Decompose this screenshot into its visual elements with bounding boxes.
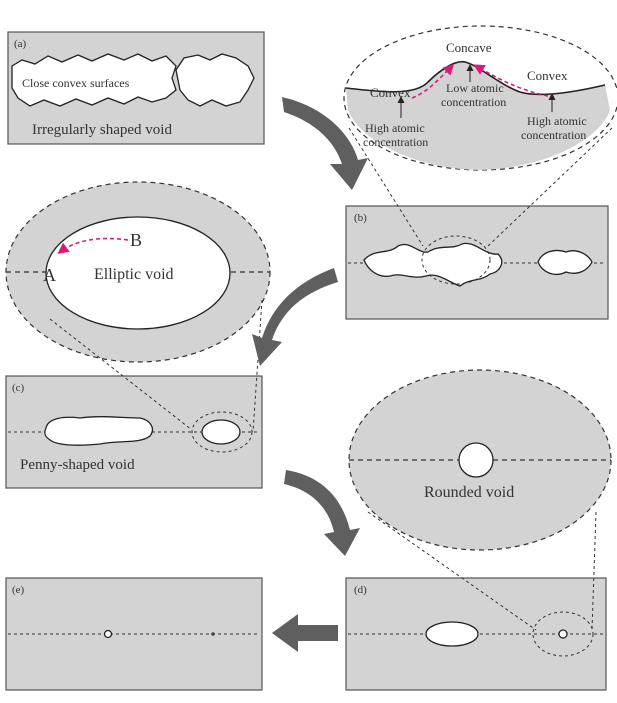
- panel-d-void: [425, 621, 479, 647]
- arrow-b-to-c: [252, 268, 338, 366]
- rounded-void-label: Rounded void: [424, 484, 514, 501]
- zoom-d: Rounded void: [348, 369, 612, 551]
- panel-a-tag: (a): [14, 38, 27, 50]
- high-left-line1: High atomic: [365, 121, 425, 135]
- panel-e-tag: (e): [12, 584, 25, 596]
- panel-d-zoom-circle: [532, 611, 594, 657]
- elliptic-void-label: Elliptic void: [94, 266, 174, 283]
- concave-label: Concave: [446, 40, 492, 55]
- zoom-b-surface-profile: [345, 60, 606, 96]
- irregular-void-left: [11, 53, 177, 107]
- arrow-a-to-b: [282, 97, 368, 190]
- panel-d-tag: (d): [354, 584, 367, 596]
- diffusion-path-right: [473, 64, 549, 97]
- panel-a: (a) Close convex surfaces Irregularly sh…: [7, 31, 265, 145]
- penny-shaped-void-label: Penny-shaped void: [20, 457, 135, 473]
- panel-c-small-void: [201, 419, 241, 445]
- zoom-c: Elliptic void A B: [5, 181, 271, 363]
- arrow-d-to-e: [272, 614, 338, 652]
- panel-b-zoom-circle: [421, 235, 491, 285]
- panel-b: (b): [345, 127, 613, 320]
- diffusion-path-b-to-a: [57, 237, 129, 254]
- zoom-b: Concave Convex Convex Low atomic concent…: [343, 25, 617, 171]
- convex-right-label: Convex: [527, 68, 568, 83]
- panel-d-small-void: [558, 629, 568, 639]
- panel-c-tag: (c): [12, 382, 25, 394]
- irregular-void-label: Irregularly shaped void: [32, 122, 172, 138]
- panel-b-void-right: [537, 249, 593, 276]
- arrow-c-to-d: [284, 470, 360, 556]
- panel-c-zoom-circle: [191, 411, 253, 453]
- panel-d: (d): [345, 511, 607, 691]
- zoom-c-leader-right: [252, 299, 263, 433]
- panel-e-void: [103, 629, 113, 639]
- zoom-c-leader-left: [49, 318, 193, 431]
- convex-left-label: Convex: [370, 85, 411, 100]
- panel-e-vacancy-dot: [211, 632, 215, 636]
- zoom-d-leader-left: [367, 511, 537, 631]
- zoom-d-leader-right: [591, 511, 597, 631]
- panel-b-tag: (b): [354, 212, 367, 224]
- high-left-line2: concentration: [363, 135, 428, 149]
- penny-shaped-void: [44, 416, 154, 446]
- zoom-b-outline: [343, 25, 617, 171]
- zoom-b-leader-left: [348, 127, 424, 247]
- high-right-line2: concentration: [521, 128, 586, 142]
- zoom-b-leader-right: [487, 127, 613, 247]
- panel-e: (e): [5, 577, 263, 691]
- low-concentration-line1: Low atomic: [446, 81, 504, 95]
- elliptic-void: [45, 216, 231, 330]
- point-a-label: A: [43, 265, 56, 285]
- point-b-label: B: [130, 230, 142, 250]
- zoom-b-solid-region: [346, 61, 610, 170]
- high-right-line1: High atomic: [527, 114, 587, 128]
- low-concentration-line2: concentration: [441, 95, 506, 109]
- panel-c: (c) Penny-shaped void: [5, 299, 263, 489]
- panel-b-void-left: [363, 242, 503, 287]
- rounded-void: [458, 442, 494, 478]
- irregular-void-right: [175, 53, 255, 107]
- close-convex-surfaces-label: Close convex surfaces: [22, 76, 130, 90]
